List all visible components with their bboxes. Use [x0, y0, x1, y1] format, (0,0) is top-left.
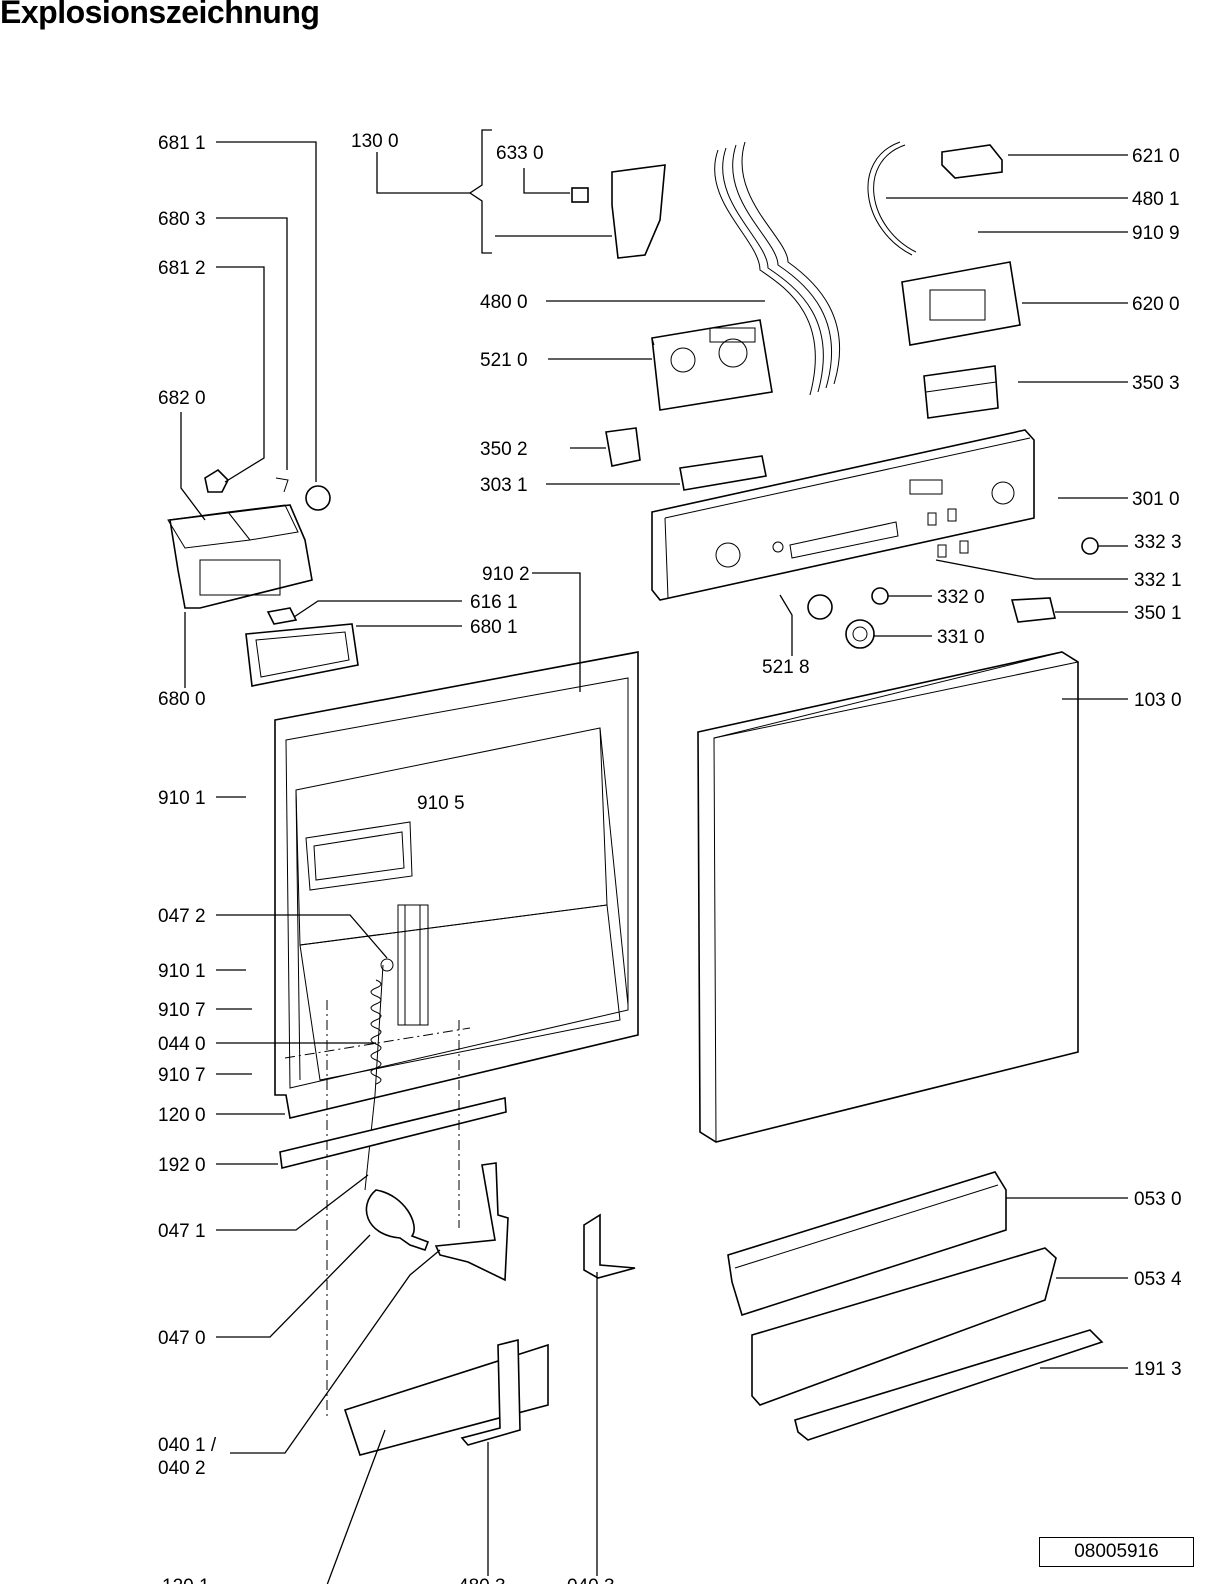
rail-192-0 — [279, 1097, 507, 1169]
label-350-2: 350 2 — [480, 439, 528, 460]
knob-521-8 — [807, 594, 833, 620]
label-040-1: 040 1 / — [158, 1435, 217, 1456]
label-103-0: 103 0 — [1134, 690, 1182, 711]
label-350-3: 350 3 — [1132, 373, 1180, 394]
label-910-7b: 910 7 — [158, 1065, 206, 1086]
inner-door-panel — [274, 651, 639, 1119]
label-480-3: 480 3 — [458, 1576, 506, 1584]
outer-door — [697, 651, 1079, 1143]
knob-332-0 — [871, 587, 889, 605]
label-301-0: 301 0 — [1132, 489, 1180, 510]
plinth-053-0 — [727, 1171, 1007, 1317]
keypad-350-3 — [923, 365, 999, 419]
microswitch — [571, 187, 589, 203]
bracket-480-3 — [460, 1338, 521, 1446]
bottom-plate — [343, 1343, 549, 1456]
label-521-0: 521 0 — [480, 350, 528, 371]
spring-assembly — [364, 958, 430, 1252]
label-680-3: 680 3 — [158, 209, 206, 230]
label-047-0: 047 0 — [158, 1328, 206, 1349]
detergent-dispenser — [167, 504, 313, 609]
label-910-1a: 910 1 — [158, 788, 206, 809]
label-682-0: 682 0 — [158, 388, 206, 409]
pcb-module — [651, 319, 773, 411]
label-680-1: 680 1 — [470, 617, 518, 638]
leader-lines — [180, 129, 1128, 1584]
page-title: Explosionszeichnung — [0, 0, 320, 30]
label-040-3: 040 3 — [567, 1576, 615, 1584]
knob-331-0 — [845, 619, 875, 649]
door-latch — [611, 164, 666, 259]
label-120-0: 120 0 — [158, 1105, 206, 1126]
label-047-2: 047 2 — [158, 906, 206, 927]
knob-332-3 — [1081, 537, 1099, 555]
label-910-7a: 910 7 — [158, 1000, 206, 1021]
gasket-680-1 — [245, 623, 359, 687]
label-480-0: 480 0 — [480, 292, 528, 313]
display-303-1 — [679, 455, 767, 491]
label-910-9: 910 9 — [1132, 223, 1180, 244]
label-130-0: 130 0 — [351, 131, 399, 152]
label-910-5: 910 5 — [417, 793, 465, 814]
label-047-1: 047 1 — [158, 1221, 206, 1242]
hinge-bracket — [434, 1162, 509, 1282]
label-681-1: 681 1 — [158, 133, 206, 154]
bracket-040-3 — [583, 1213, 636, 1279]
label-120-1: 120 1 — [162, 1576, 210, 1584]
cable — [867, 141, 913, 256]
plinth-strip-191-3 — [794, 1329, 1104, 1441]
module-621 — [941, 144, 1003, 179]
label-633-0: 633 0 — [496, 143, 544, 164]
label-350-1: 350 1 — [1134, 603, 1182, 624]
label-521-8: 521 8 — [762, 657, 810, 678]
label-331-0: 331 0 — [937, 627, 985, 648]
label-044-0: 044 0 — [158, 1034, 206, 1055]
label-303-1: 303 1 — [480, 475, 528, 496]
part-labels: 681 1 680 3 681 2 682 0 130 0 633 0 480 … — [158, 131, 1182, 1584]
label-910-2: 910 2 — [482, 564, 530, 585]
switch-350-2 — [605, 427, 641, 467]
label-680-0: 680 0 — [158, 689, 206, 710]
part-616-1 — [266, 607, 298, 625]
seal-681-1 — [305, 485, 331, 511]
label-616-1: 616 1 — [470, 592, 518, 613]
drawing-number-box: 08005916 — [1039, 1537, 1194, 1567]
bracket-350-1 — [1010, 597, 1056, 623]
label-480-1: 480 1 — [1132, 189, 1180, 210]
label-681-2: 681 2 — [158, 258, 206, 279]
spring-680-3 — [275, 477, 289, 493]
bracket-620 — [901, 261, 1021, 346]
plinth-053-4 — [751, 1247, 1057, 1406]
label-620-0: 620 0 — [1132, 294, 1180, 315]
control-panel — [651, 429, 1035, 601]
label-910-1b: 910 1 — [158, 961, 206, 982]
label-053-4: 053 4 — [1134, 1269, 1182, 1290]
wiring-harness — [714, 141, 840, 396]
label-192-0: 192 0 — [158, 1155, 206, 1176]
dispenser-lid-681-2 — [204, 468, 229, 493]
label-332-0: 332 0 — [937, 587, 985, 608]
label-053-0: 053 0 — [1134, 1189, 1182, 1210]
label-040-2: 040 2 — [158, 1458, 206, 1479]
label-621-0: 621 0 — [1132, 146, 1180, 167]
label-332-3: 332 3 — [1134, 532, 1182, 553]
label-191-3: 191 3 — [1134, 1359, 1182, 1380]
label-332-1: 332 1 — [1134, 570, 1182, 591]
